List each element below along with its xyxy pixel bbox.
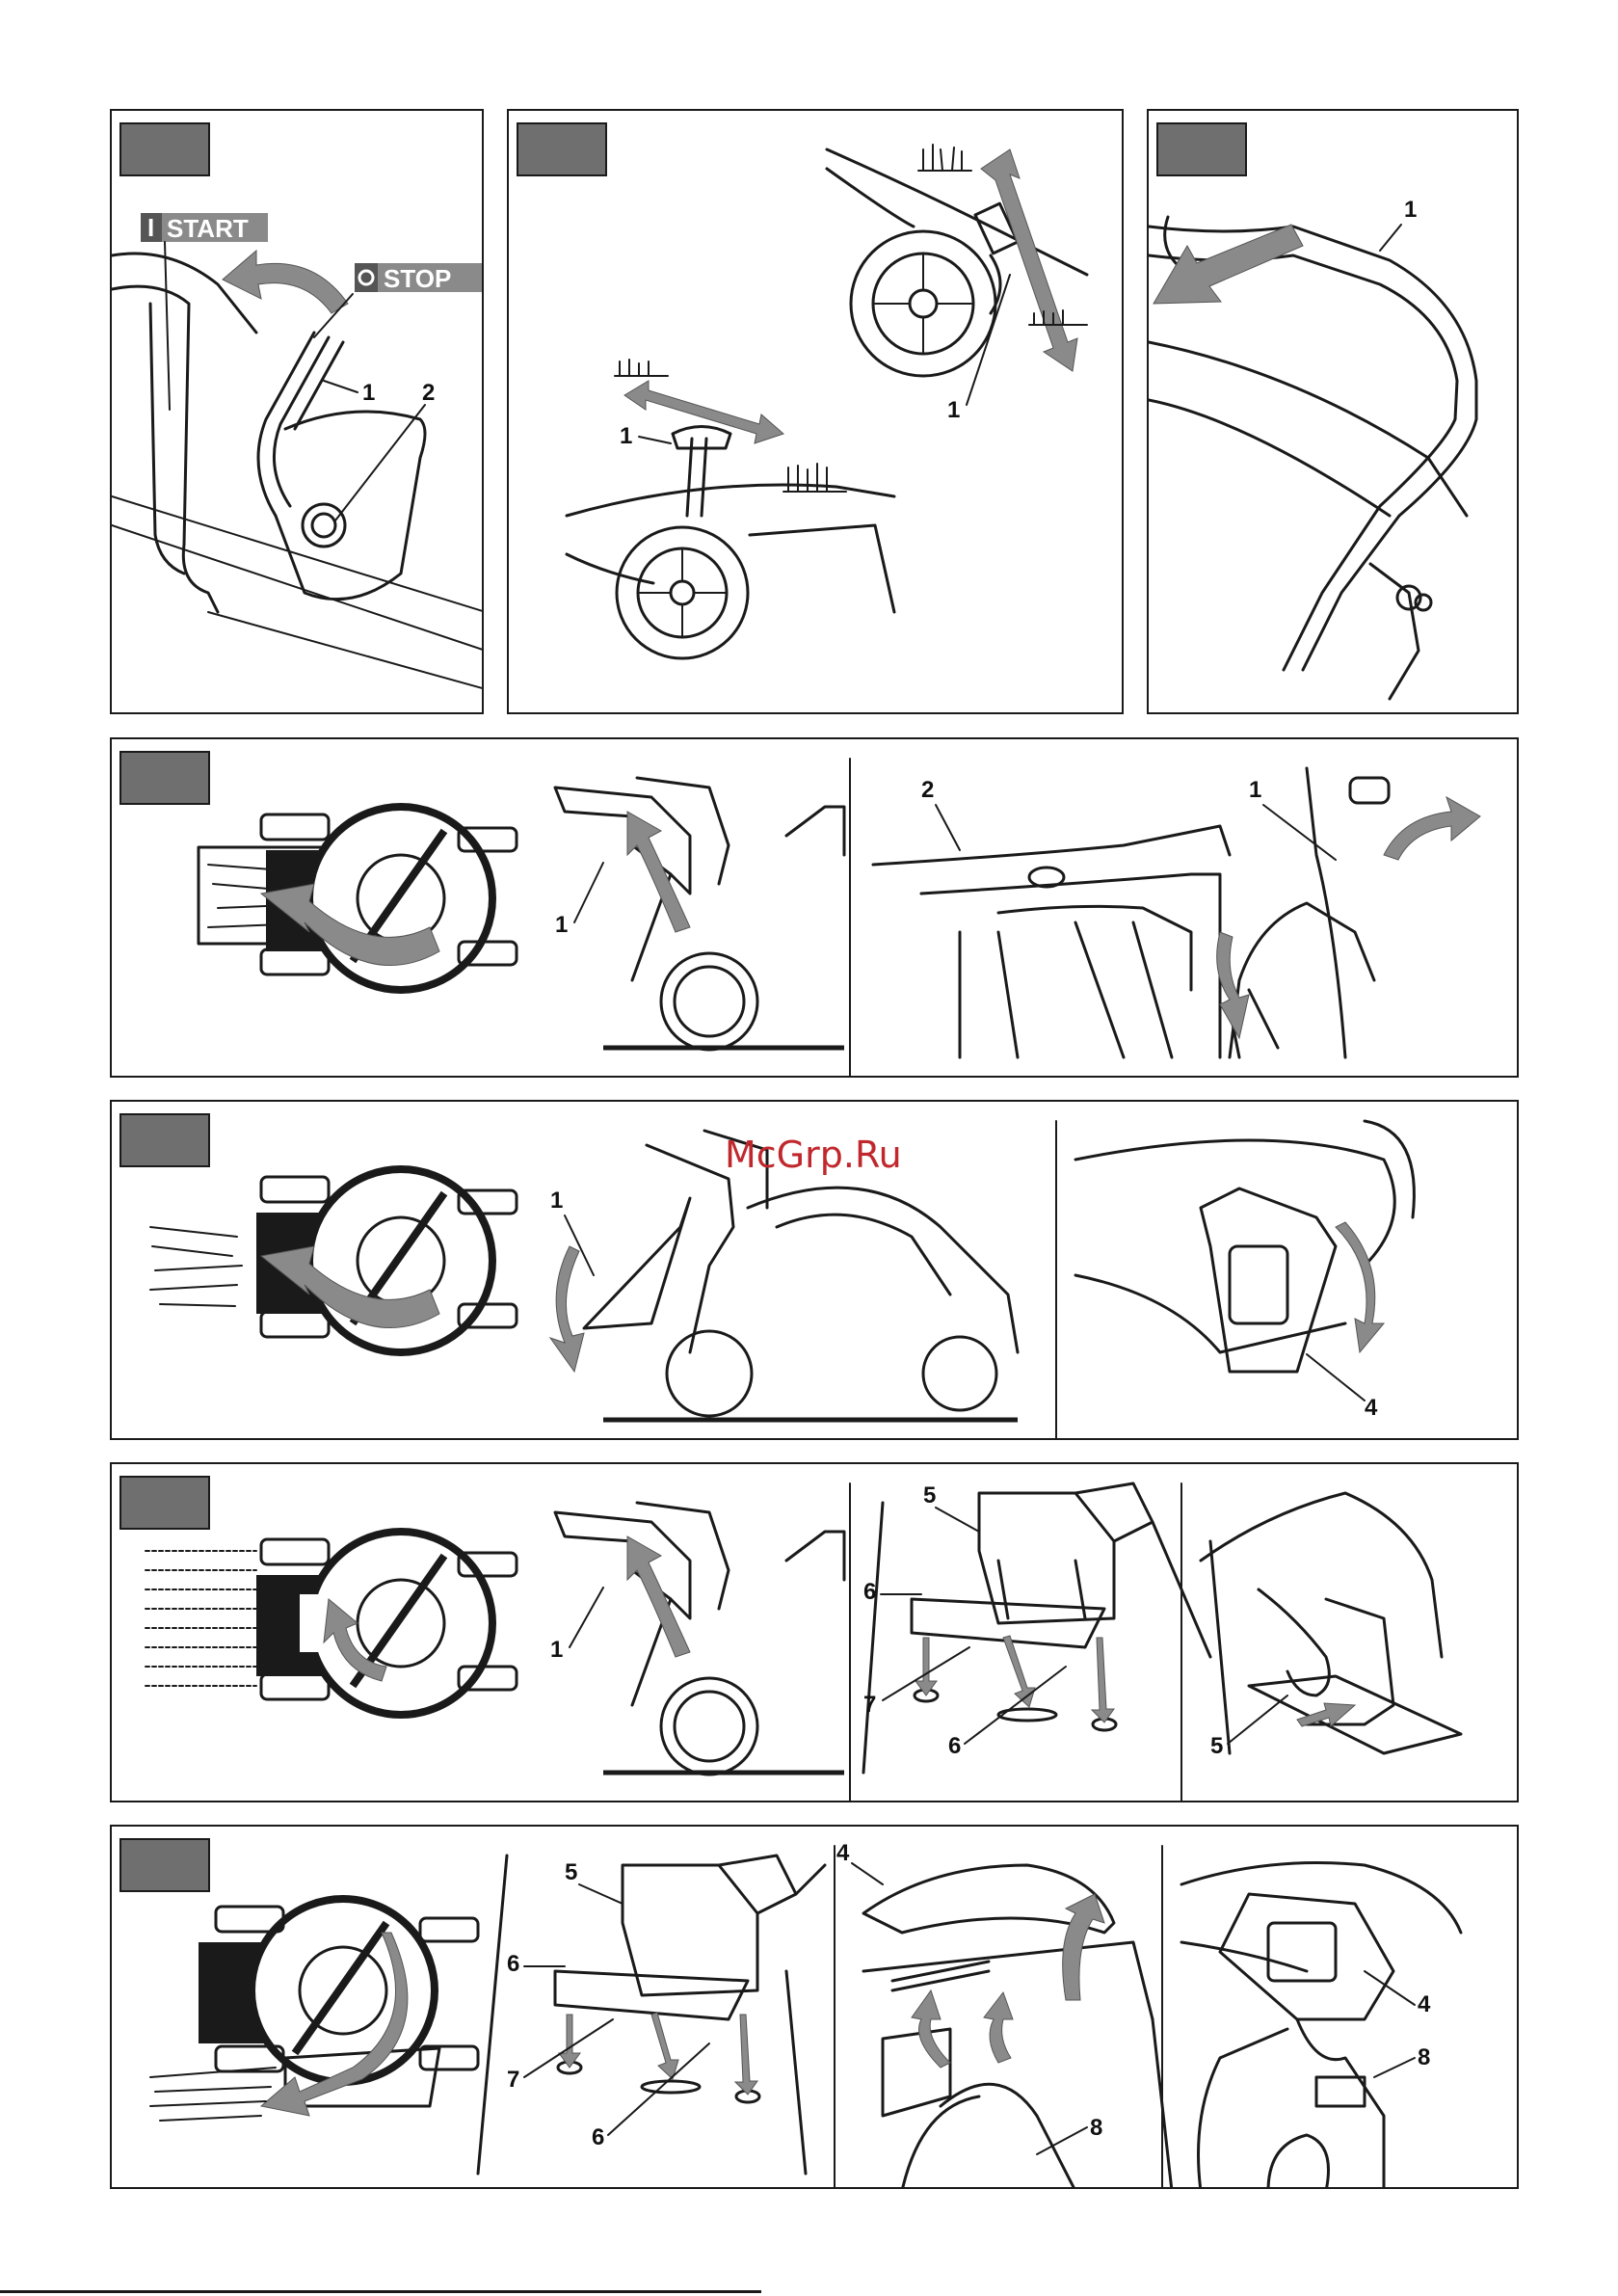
figure-panel-height-adjust: 1 1 bbox=[507, 109, 1124, 714]
side-discharge-illustration: 5 6 7 6 4 8 4 8 bbox=[112, 1827, 1519, 2189]
callout-5: 5 bbox=[565, 1859, 577, 1885]
callout-4: 4 bbox=[836, 1840, 850, 1866]
lift-arrow-icon bbox=[627, 1536, 690, 1657]
callout-5: 5 bbox=[1210, 1733, 1223, 1759]
switch-arrow-icon bbox=[223, 251, 348, 313]
callout-1: 1 bbox=[1404, 197, 1417, 223]
insert-arrow-icon bbox=[1003, 1636, 1035, 1707]
start-label: START bbox=[167, 214, 249, 243]
callout-6: 6 bbox=[948, 1733, 961, 1759]
callout-4: 4 bbox=[1365, 1395, 1378, 1421]
rear-discharge-illustration: 1 2 1 bbox=[112, 739, 1519, 1078]
stop-label: STOP bbox=[384, 264, 451, 293]
callout-1: 1 bbox=[550, 1188, 563, 1214]
figure-panel-mulching: 1 5 6 7 6 5 bbox=[110, 1462, 1519, 1802]
hinge-arrow-icon bbox=[1217, 932, 1249, 1038]
watermark: McGrp.Ru bbox=[725, 1134, 902, 1176]
callout-6: 6 bbox=[507, 1951, 519, 1977]
deflector-illustration: 1 McGrp.Ru 4 bbox=[112, 1102, 1519, 1440]
callout-1: 1 bbox=[620, 423, 632, 449]
callout-6: 6 bbox=[863, 1579, 876, 1605]
figure-panel-start-stop: I START STOP 1 2 bbox=[110, 109, 484, 714]
height-adjust-illustration: 1 1 bbox=[509, 111, 1124, 714]
callout-1: 1 bbox=[555, 912, 568, 938]
callout-2: 2 bbox=[921, 777, 934, 803]
callout-4: 4 bbox=[1418, 1991, 1431, 2017]
callout-6: 6 bbox=[592, 2124, 604, 2150]
lift-arrow-icon bbox=[1384, 797, 1480, 860]
insert-arrow-icon bbox=[915, 1638, 937, 1695]
mulching-illustration: 1 5 6 7 6 5 bbox=[112, 1464, 1519, 1802]
remove-arrow-icon bbox=[651, 2013, 678, 2079]
lower-arrow-icon bbox=[1336, 1222, 1384, 1352]
handle-illustration: 1 bbox=[1149, 111, 1519, 714]
lower-arrow-icon bbox=[550, 1246, 584, 1372]
figure-panel-rear-discharge: 1 2 1 bbox=[110, 737, 1519, 1078]
callout-7: 7 bbox=[507, 2067, 519, 2093]
start-stop-lever-illustration: I START STOP 1 2 bbox=[112, 111, 484, 714]
remove-arrow-icon bbox=[735, 2015, 757, 2095]
figure-panel-deflector: 1 McGrp.Ru 4 bbox=[110, 1100, 1519, 1440]
callout-1: 1 bbox=[947, 397, 960, 423]
callout-2: 2 bbox=[422, 380, 435, 406]
callout-8: 8 bbox=[1418, 2044, 1430, 2070]
callout-7: 7 bbox=[863, 1692, 876, 1718]
insert-arrow-icon bbox=[984, 1992, 1013, 2063]
callout-8: 8 bbox=[1090, 2115, 1102, 2141]
footer-rule bbox=[0, 2290, 761, 2293]
callout-1: 1 bbox=[550, 1637, 563, 1663]
callout-5: 5 bbox=[923, 1482, 936, 1508]
figure-panel-side-discharge: 5 6 7 6 4 8 4 8 bbox=[110, 1825, 1519, 2189]
lift-arrow-icon bbox=[627, 812, 690, 932]
start-mark: I bbox=[147, 213, 154, 242]
insert-arrow-icon bbox=[1092, 1638, 1114, 1722]
callout-1: 1 bbox=[362, 380, 375, 406]
figure-panel-handle: 1 bbox=[1147, 109, 1519, 714]
callout-1: 1 bbox=[1249, 777, 1261, 803]
height-arrow-icon bbox=[981, 149, 1077, 371]
remove-arrow-icon bbox=[559, 2015, 580, 2068]
height-arrow-icon bbox=[624, 381, 783, 443]
